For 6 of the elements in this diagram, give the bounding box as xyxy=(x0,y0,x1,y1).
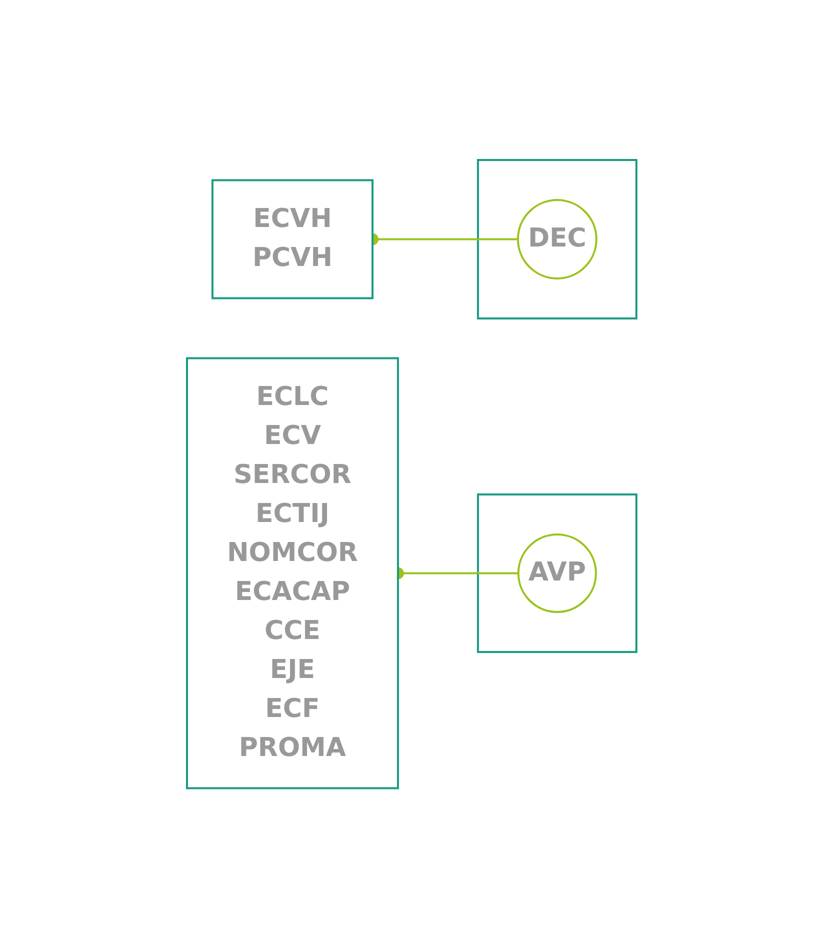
node-circle: DEC xyxy=(516,199,598,280)
cluster xyxy=(476,494,638,654)
node-box: ECLC ECV SERCOR ECTIJ NOMCOR ECACAP CCE EJE ECF PROMA xyxy=(186,358,399,790)
node-box: ECVH PCVH xyxy=(211,180,374,300)
node-circle: AVP xyxy=(517,534,597,614)
cluster xyxy=(476,159,638,320)
